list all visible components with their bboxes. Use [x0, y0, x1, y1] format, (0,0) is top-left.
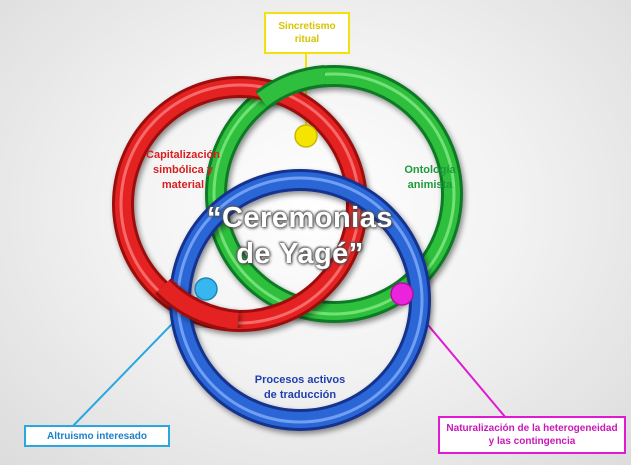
- callout-yellow-line-2: ritual: [294, 34, 320, 45]
- callout-cyan-line-1: Altruismo interesado: [46, 431, 148, 442]
- red-label-line-3: material: [161, 179, 205, 191]
- red-label-line-1: Capitalización: [146, 149, 220, 161]
- callout-naturalizacion: Naturalización de la heterogeneidad y la…: [438, 416, 626, 454]
- blue-label-line-1: Procesos activos: [254, 374, 346, 386]
- center-title: “Ceremonias de Yagé”: [180, 200, 420, 272]
- green-ring-label: Ontología animista: [380, 163, 480, 193]
- callout-altruismo: Altruismo interesado: [24, 425, 170, 447]
- callout-magenta-line-2: y las contingencia: [488, 436, 576, 447]
- green-ring: [205, 65, 463, 323]
- yellow-marker-dot: [294, 124, 318, 148]
- center-title-line-2: de Yagé”: [236, 238, 364, 270]
- cyan-marker-dot: [194, 277, 218, 301]
- red-ring-overlap: [155, 278, 240, 332]
- center-title-line-1: “Ceremonias: [206, 202, 393, 234]
- red-ring-label: Capitalización simbólica y material: [128, 148, 238, 193]
- callout-sincretismo: Sincretismo ritual: [264, 12, 350, 54]
- red-label-line-2: simbólica y: [153, 164, 213, 176]
- callout-magenta-line-1: Naturalización de la heterogeneidad: [446, 423, 618, 434]
- blue-label-line-2: de traducción: [263, 389, 337, 401]
- callout-yellow-line-1: Sincretismo: [278, 21, 336, 32]
- green-label-line-1: Ontología: [404, 164, 456, 176]
- magenta-marker-dot: [390, 282, 414, 306]
- green-ring-overlap: [255, 65, 327, 109]
- blue-ring-label: Procesos activos de traducción: [240, 373, 360, 403]
- green-label-line-2: animista: [407, 179, 453, 191]
